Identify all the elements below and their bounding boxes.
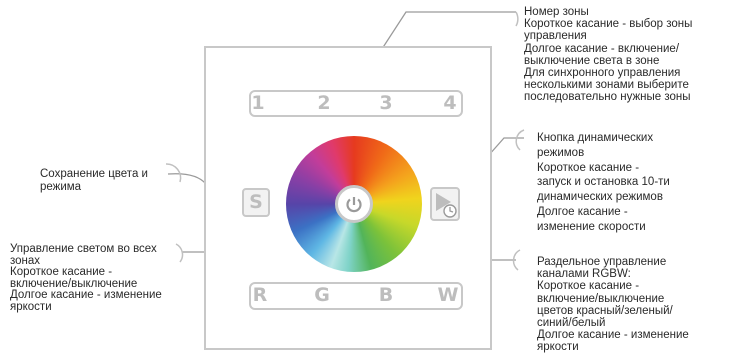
zone-button-1[interactable]: 1	[251, 92, 265, 114]
power-icon	[346, 197, 362, 213]
power-button[interactable]	[335, 185, 373, 223]
zone-callout-arc	[515, 11, 519, 27]
zone-label-line: Короткое касание - выбор зоны	[524, 18, 693, 31]
rgbw-label-line: Долгое касание - изменение	[537, 329, 689, 342]
rgbw-label-line: цветов красный/зеленый/	[537, 304, 673, 317]
rgbw-label-line: Раздельное управление	[537, 256, 667, 268]
rgbw-label: Раздельное управление каналами RGBW: Кор…	[537, 256, 689, 354]
zone-label-line: Для синхронного управления	[524, 67, 681, 80]
play-icon	[436, 193, 451, 211]
all-zones-label: Управление светом во всех зонах Короткое…	[10, 243, 162, 314]
dynamic-label-line: Кнопка динамических	[537, 132, 654, 144]
rgbw-label-line: яркости	[537, 341, 579, 354]
allzones-callout-arc	[175, 243, 184, 263]
dynamic-callout-arc	[515, 129, 525, 151]
zone-button-2[interactable]: 2	[317, 92, 331, 114]
dynamic-label-line: динамических режимов	[537, 191, 663, 204]
zone-button-3[interactable]: 3	[379, 92, 393, 114]
rgbw-label-line: Короткое касание -	[537, 280, 640, 293]
zone-label-line: управления	[524, 30, 587, 43]
all-zones-label-line: Управление светом во всех	[10, 243, 157, 255]
channel-button-g[interactable]: G	[314, 284, 330, 306]
rgbw-button-bar	[249, 282, 463, 310]
channel-button-b[interactable]: B	[378, 284, 394, 306]
rgbw-callout-arc	[512, 249, 521, 271]
zone-label-line: Долгое касание - включение/	[524, 42, 680, 55]
rgbw-label-line: включение/выключение	[537, 292, 665, 305]
zone-label-line: выключение света в зоне	[524, 54, 660, 67]
zone-button-bar	[249, 90, 463, 117]
save-label-line: Сохранение цвета и	[40, 168, 148, 180]
zone-label-line: последовательно нужные зоны	[524, 91, 691, 104]
all-zones-label-line: включение/выключение	[10, 277, 138, 290]
dynamic-label-line: Долгое касание -	[537, 205, 628, 218]
dynamic-label-line: запуск и остановка 10-ти	[537, 176, 670, 189]
dynamic-label-line: Короткое касание -	[537, 161, 640, 174]
dynamic-label-line: изменение скорости	[537, 220, 646, 233]
all-zones-label-line: зонах	[10, 254, 41, 267]
dynamic-label-line: режимов	[537, 146, 585, 159]
save-label: Сохранение цвета и режима	[40, 168, 148, 193]
save-button[interactable]: S	[242, 188, 270, 217]
dynamic-mode-label: Кнопка динамических режимов Короткое кас…	[537, 131, 670, 235]
channel-button-r[interactable]: R	[252, 284, 268, 306]
rgbw-label-line: каналами RGBW:	[537, 268, 631, 281]
rgbw-label-line: синий/белый	[537, 317, 606, 330]
all-zones-label-line: Долгое касание - изменение	[10, 289, 162, 302]
all-zones-label-line: Короткое касание -	[10, 266, 113, 279]
channel-button-w[interactable]: W	[437, 284, 459, 306]
zone-label-line: несколькими зонами выберите	[524, 79, 689, 92]
zone-label-line: Номер зоны	[524, 6, 589, 18]
all-zones-label-line: яркости	[10, 300, 52, 313]
save-label-line: режима	[40, 180, 82, 193]
zone-number-label: Номер зоны Короткое касание - выбор зоны…	[524, 6, 692, 104]
save-callout-arc	[165, 163, 182, 183]
dynamic-mode-button[interactable]	[430, 187, 460, 221]
zone-button-4[interactable]: 4	[443, 92, 457, 114]
